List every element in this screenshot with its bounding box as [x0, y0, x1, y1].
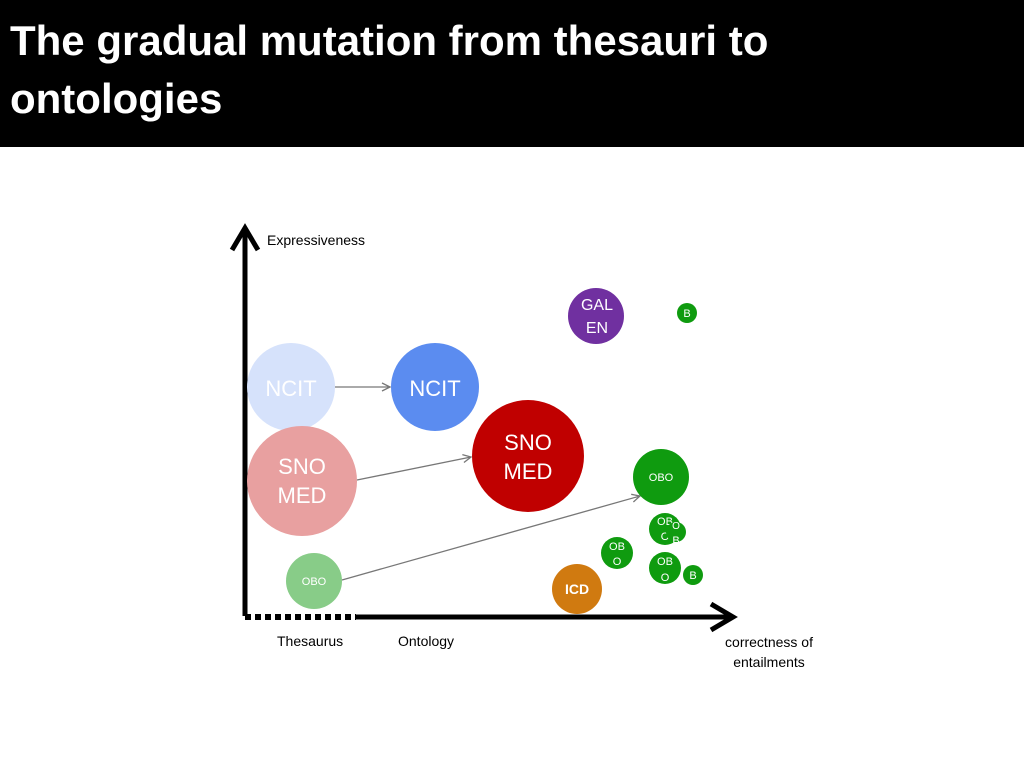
thesaurus-label: Thesaurus: [277, 633, 343, 649]
snomed-new-bubble: SNO MED: [472, 400, 584, 512]
obo-old-label: OBO: [302, 576, 327, 588]
x-axis: [356, 601, 738, 633]
y-axis-label: Expressiveness: [267, 232, 365, 248]
ncit-old-label: NCIT: [265, 376, 316, 401]
slide-title: The gradual mutation from thesauri to on…: [10, 17, 769, 122]
galen-label-line1: GAL: [581, 297, 613, 314]
y-axis: [229, 223, 261, 616]
galen-label-line2: EN: [586, 320, 608, 337]
obo-old-bubble: OBO: [286, 553, 342, 609]
ncit-old-bubble: NCIT: [247, 343, 335, 431]
obo-small-3-line2: O: [661, 572, 670, 584]
obo-small-2-line2: O: [661, 531, 670, 543]
obo-small-1-line2: O: [613, 556, 622, 568]
obo-tiny-bubble-1: B: [677, 303, 697, 323]
galen-bubble: GAL EN: [568, 288, 624, 344]
obo-small-bubble-1: OB O: [601, 537, 633, 569]
ontology-label: Ontology: [398, 633, 454, 649]
x-axis-label-line1: correctness of: [725, 634, 813, 650]
obo-small-3-line1: OB: [657, 556, 673, 568]
snomed-new-label-line2: MED: [504, 459, 553, 484]
obo-tiny-2-label: B: [689, 570, 696, 582]
snomed-old-label-line1: SNO: [278, 454, 326, 479]
obo-small-4-line1: O: [672, 521, 680, 532]
obo-small-bubble-3: OB O: [649, 552, 681, 584]
snomed-old-label-line2: MED: [278, 483, 327, 508]
icd-label: ICD: [565, 581, 589, 597]
x-axis-label-line2: entailments: [733, 654, 805, 670]
title-bar: The gradual mutation from thesauri to on…: [0, 0, 1024, 147]
obo-tiny-bubble-2: B: [683, 565, 703, 585]
obo-small-4-line2: B: [672, 535, 679, 547]
snomed-transition-arrow: [356, 457, 471, 481]
icd-bubble: ICD: [552, 564, 602, 614]
ncit-new-bubble: NCIT: [391, 343, 479, 431]
obo-new-bubble: OBO: [633, 449, 689, 505]
obo-new-label: OBO: [649, 472, 674, 484]
obo-small-1-line1: OB: [609, 541, 625, 553]
ncit-new-label: NCIT: [409, 376, 460, 401]
obo-small-bubble-4: O B: [666, 521, 686, 547]
snomed-new-label-line1: SNO: [504, 430, 552, 455]
obo-transition-arrow: [341, 496, 640, 581]
obo-tiny-1-label: B: [683, 308, 690, 320]
snomed-old-bubble: SNO MED: [247, 426, 357, 536]
